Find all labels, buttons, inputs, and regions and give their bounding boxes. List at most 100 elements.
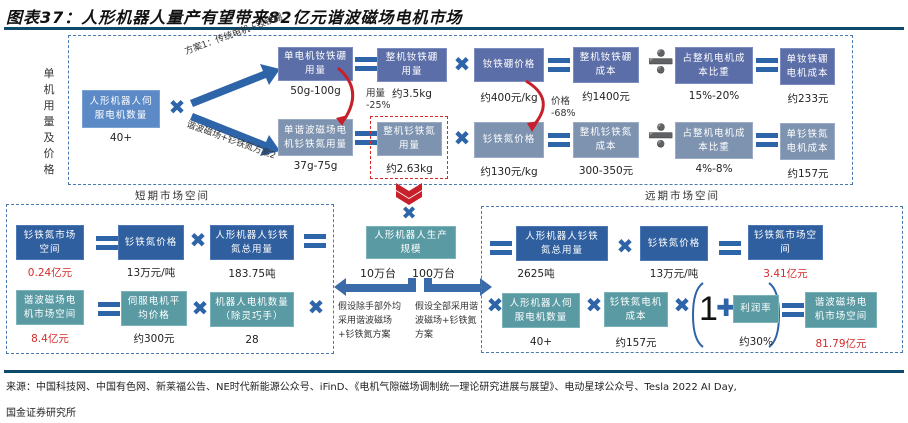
usage-change-label: 用量 -25% (366, 88, 391, 112)
st-row2-value-1: 约300元 (133, 333, 175, 345)
short-term-frame (6, 204, 334, 354)
row1-value-5: 约233元 (787, 93, 829, 105)
lt-row2-value-2: 约30% (739, 336, 773, 348)
equals-icon (548, 133, 570, 147)
st-row1-value-1: 13万元/吨 (126, 267, 176, 279)
lt-row2-box-3: 谐波磁场电机市场空间 (805, 292, 877, 328)
side-label: 单机用量及价格 (43, 67, 55, 176)
st-row1-box-1: 钐铁氮价格 (118, 225, 184, 260)
equals-icon (782, 303, 804, 317)
equals-icon (756, 58, 778, 72)
left-arrow (334, 278, 416, 296)
lt-row1-box-0: 人形机器人钐铁氮总用量 (516, 226, 608, 261)
scheme1-arrow (190, 64, 280, 107)
source-rule (4, 370, 904, 373)
row2-value-5: 约157元 (787, 168, 829, 180)
row2-value-2: 约130元/kg (480, 166, 538, 178)
multiply-icon: ✖ (453, 52, 471, 76)
scenario-arrows (334, 278, 492, 296)
right-assumption-note: 假设全部采用谐波磁场+钐铁氮方案 (415, 302, 479, 340)
row1-value-0: 50g-100g (290, 85, 341, 97)
st-row1-value-0: 0.24亿元 (27, 267, 73, 279)
lt-row2-box-0: 人形机器人伺服电机数量 (502, 293, 580, 328)
st-row2-box-0: 谐波磁场电机市场空间 (16, 290, 84, 325)
short-term-title: 短期市场空间 (135, 190, 210, 202)
equals-icon (756, 133, 778, 147)
st-row1-box-2: 人形机器人钐铁氮总用量 (210, 225, 294, 260)
multiply-icon: ✖ (616, 234, 634, 258)
price-change-l1: 价格 (551, 96, 571, 107)
st-row1-box-0: 钐铁氮市场空间 (16, 225, 84, 260)
row2-box-4: 占整机电机成本比重 (675, 122, 753, 159)
equals-icon (355, 57, 377, 71)
price-change-l2: -68% (551, 108, 576, 119)
figure-title: 图表37：人形机器人量产有望带来82亿元谐波磁场电机市场 (6, 8, 463, 27)
price-change-arrow (525, 79, 545, 132)
row2-box-3: 整机钐铁氮成本 (573, 122, 639, 158)
multiply-icon: ✖ (307, 295, 325, 319)
lt-row2-value-3: 81.79亿元 (815, 338, 867, 350)
production-left-value: 10万台 (360, 267, 396, 280)
production-right-value: 100万台 (412, 267, 455, 280)
title-rule (4, 27, 904, 30)
long-term-title: 远期市场空间 (645, 190, 720, 202)
usage-change-arrow (336, 66, 355, 126)
st-row1-value-2: 183.75吨 (228, 268, 276, 280)
lt-row1-value-0: 2625吨 (517, 268, 555, 280)
right-arrow (424, 278, 492, 296)
usage-change-l2: -25% (366, 100, 391, 111)
long-term-frame (481, 206, 903, 353)
equals-icon (719, 241, 741, 255)
row1-value-4: 15%-20% (688, 90, 740, 102)
highlight-frame (370, 116, 448, 179)
robot-motor-count-box: 人形机器人伺服电机数量 (82, 90, 160, 128)
usage-change-l1: 用量 (366, 88, 386, 99)
scheme-arrows (190, 64, 280, 156)
row1-box-0: 单电机钕铁硼用量 (278, 47, 353, 81)
multiply-icon: ✖ (189, 228, 207, 252)
chevron-down-icon (396, 183, 422, 205)
divide-icon: ➗ (647, 50, 675, 75)
row1-box-3: 整机钕铁硼成本 (573, 47, 639, 83)
robot-motor-count-value: 40+ (109, 132, 133, 144)
row1-box-5: 单钕铁硼电机成本 (780, 48, 835, 85)
multiply-icon: ✖ (486, 293, 504, 317)
lt-row2-value-1: 约157元 (615, 337, 657, 349)
row1-value-2: 约400元/kg (480, 92, 538, 104)
row1-value-3: 约1400元 (582, 91, 630, 103)
multiply-icon: ✖ (453, 126, 471, 150)
left-paren (691, 282, 704, 348)
top-section-frame (68, 35, 853, 185)
multiply-icon: ✖ (673, 293, 691, 317)
multiply-icon: ✖ (585, 293, 603, 317)
divide-icon: ➗ (647, 124, 675, 149)
row2-box-1: 整机钐铁氮用量 (377, 122, 442, 156)
row2-box-5: 单钐铁氮电机成本 (780, 123, 835, 160)
lt-row2-value-0: 40+ (529, 336, 553, 348)
row1-box-1: 整机钕铁硼用量 (377, 48, 447, 82)
one-constant: 1 (699, 290, 718, 328)
row2-value-0: 37g-75g (293, 160, 338, 172)
row2-value-4: 4%-8% (695, 163, 733, 175)
st-row2-value-2: 28 (245, 334, 259, 346)
row2-value-3: 300-350元 (578, 165, 634, 177)
parentheses (691, 282, 781, 348)
lt-row2-box-1: 钐铁氮电机成本 (604, 292, 668, 327)
lt-row1-box-1: 钐铁氮价格 (640, 226, 708, 261)
st-row2-box-2: 机器人电机数量（除灵巧手） (210, 292, 294, 327)
production-scale-box: 人形机器人生产规模 (366, 226, 456, 259)
row2-value-1: 约2.63kg (386, 163, 433, 175)
price-change-label: 价格 -68% (551, 96, 576, 120)
row1-value-1: 约3.5kg (392, 88, 432, 100)
source-line-2: 国金证券研究所 (6, 408, 76, 419)
source-line-1: 来源：中国科技网、中国有色网、新莱福公告、NE时代新能源公众号、iFinD、《电… (6, 382, 737, 393)
multiply-icon: ✖ (191, 296, 209, 320)
equals-icon (548, 58, 570, 72)
equals-icon (490, 241, 512, 255)
equals-icon (304, 234, 326, 248)
row2-box-0: 单谐波磁场电机钐铁氮用量 (278, 119, 353, 156)
equals-icon (96, 236, 118, 250)
st-row2-value-0: 8.4亿元 (31, 333, 69, 345)
lt-row1-value-2: 3.41亿元 (763, 268, 808, 280)
lt-row1-box-2: 钐铁氮市场空间 (748, 225, 823, 260)
